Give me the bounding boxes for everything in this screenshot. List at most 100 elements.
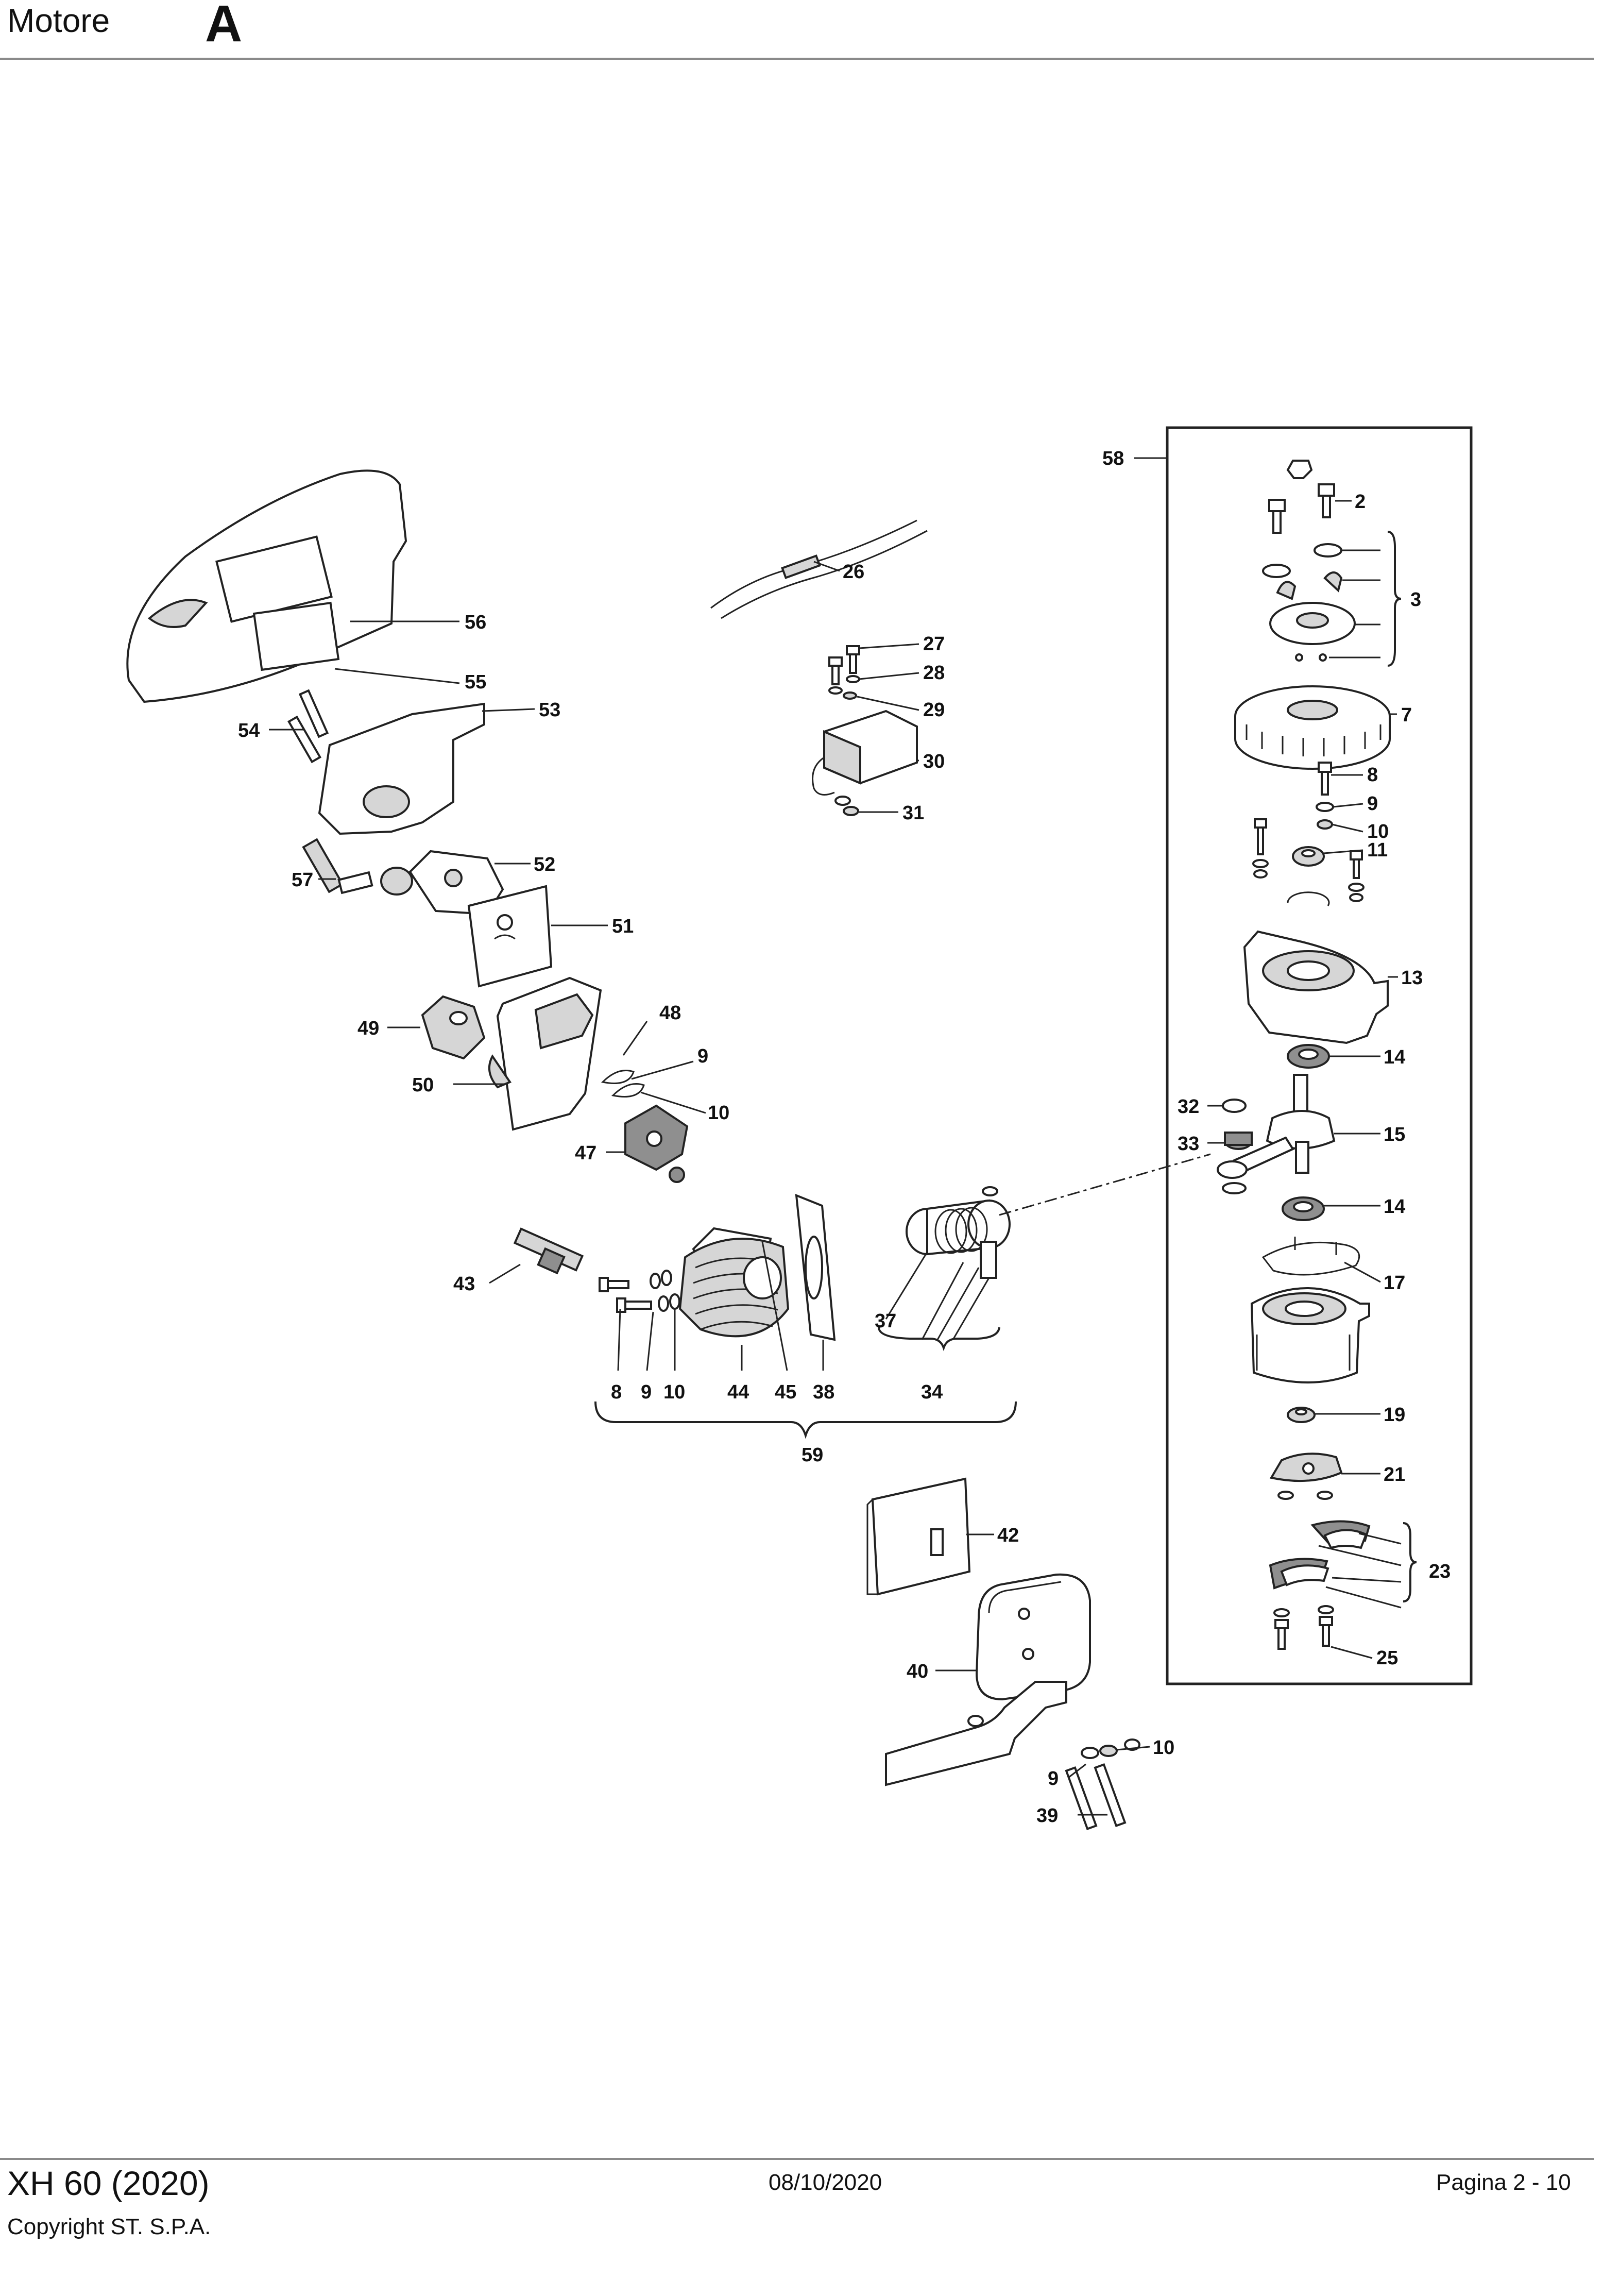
callout-23: 23 — [1429, 1561, 1451, 1582]
part-11-bearing-and-screws — [1252, 818, 1365, 906]
part-53-housing — [318, 702, 535, 835]
part-nut — [1286, 460, 1313, 479]
callout-38: 38 — [813, 1381, 834, 1403]
part-34-37-piston-rings — [878, 1186, 1011, 1352]
part-21-clutch-plate — [1269, 1453, 1380, 1500]
part-32-33-small-parts — [1207, 1099, 1253, 1150]
callout-30: 30 — [923, 751, 945, 772]
callout-47: 47 — [575, 1142, 596, 1164]
part-39-9-10-muffler-fasteners — [1065, 1738, 1150, 1831]
callout-56: 56 — [465, 612, 486, 633]
callout-9-cyl: 9 — [641, 1381, 652, 1403]
callout-45: 45 — [775, 1381, 796, 1403]
part-13-crankcase-half — [1243, 930, 1398, 1044]
callout-2: 2 — [1355, 491, 1366, 513]
bracket-3 — [1387, 531, 1402, 667]
callout-15: 15 — [1384, 1124, 1405, 1145]
document-date: 08/10/2020 — [769, 2170, 882, 2195]
bracket-23 — [1403, 1522, 1417, 1602]
callout-14a: 14 — [1384, 1046, 1405, 1068]
callout-51: 51 — [612, 916, 634, 937]
callout-44: 44 — [727, 1381, 749, 1403]
callout-28: 28 — [923, 662, 945, 684]
callout-57: 57 — [292, 869, 313, 891]
callout-58: 58 — [1102, 448, 1124, 469]
part-8-9-10-cylinder-fasteners — [599, 1270, 680, 1371]
callout-27: 27 — [923, 633, 945, 655]
callout-3: 3 — [1410, 589, 1421, 611]
callout-29: 29 — [923, 699, 945, 721]
kit-58-frame — [1166, 426, 1473, 1685]
page-number: Pagina 2 - 10 — [1436, 2170, 1571, 2195]
callout-9-kit: 9 — [1367, 793, 1378, 815]
part-47-intake-manifold — [606, 1104, 689, 1183]
callout-39: 39 — [1036, 1805, 1058, 1827]
part-8-9-10-fasteners-kit — [1316, 762, 1363, 833]
part-27-28-29-screws — [828, 643, 919, 711]
callout-54: 54 — [238, 720, 260, 741]
callout-14b: 14 — [1384, 1196, 1405, 1218]
part-26-wiring — [710, 519, 928, 619]
callout-43: 43 — [453, 1273, 475, 1295]
part-19-bushing — [1287, 1407, 1380, 1423]
part-7-flywheel — [1234, 685, 1397, 770]
callout-9-intake: 9 — [697, 1045, 708, 1067]
callout-10-muffler: 10 — [1153, 1737, 1174, 1759]
part-15-crankshaft-conrod — [1217, 1074, 1380, 1194]
callout-8-kit: 8 — [1367, 764, 1378, 786]
part-57-key — [302, 838, 373, 894]
bracket-59 — [594, 1401, 1017, 1439]
callout-19: 19 — [1384, 1404, 1405, 1426]
copyright-text: Copyright ST. S.P.A. — [7, 2214, 211, 2239]
part-51-gasket — [467, 885, 608, 988]
callout-59: 59 — [802, 1444, 823, 1466]
part-23-clutch-shoes — [1269, 1520, 1402, 1609]
callout-7: 7 — [1401, 704, 1412, 726]
part-56-engine-cover — [126, 469, 459, 703]
part-3-ring-and-pawls — [1262, 543, 1380, 662]
callout-49: 49 — [357, 1018, 379, 1039]
part-17-ignition-wire — [1261, 1237, 1381, 1283]
callout-53: 53 — [539, 699, 560, 721]
part-52-carburetor — [380, 850, 531, 916]
callout-55: 55 — [465, 671, 486, 693]
callout-13: 13 — [1401, 967, 1423, 989]
part-43-spark-plug — [489, 1227, 584, 1284]
callout-34: 34 — [921, 1381, 943, 1403]
model-name: XH 60 (2020) — [7, 2164, 210, 2202]
callout-10-kit: 10 — [1367, 821, 1389, 842]
part-crankcase-lower — [1250, 1287, 1370, 1383]
callout-33: 33 — [1178, 1133, 1199, 1155]
part-30-ignition-coil — [812, 710, 919, 796]
section-letter: A — [205, 0, 243, 53]
callout-8-cyl: 8 — [611, 1381, 622, 1403]
callout-50: 50 — [412, 1074, 434, 1096]
part-49-filter-part — [387, 995, 486, 1060]
callout-37: 37 — [875, 1310, 896, 1332]
header-rule — [0, 58, 1594, 60]
part-54-screws — [269, 689, 329, 764]
callout-17: 17 — [1384, 1272, 1405, 1294]
page-title: Motore — [7, 2, 110, 39]
callout-26: 26 — [843, 561, 864, 583]
part-31-washers — [834, 796, 898, 816]
leader-piston-to-crank — [999, 1153, 1211, 1216]
part-14-bearing-lower — [1282, 1196, 1380, 1221]
callout-42: 42 — [997, 1525, 1019, 1546]
part-14-bearing-upper — [1287, 1044, 1380, 1069]
part-42-heat-shield — [866, 1477, 994, 1596]
part-40-muffler — [885, 1573, 1091, 1786]
part-38-cylinder-gasket — [795, 1193, 836, 1371]
callout-52: 52 — [534, 854, 555, 875]
callout-32: 32 — [1178, 1096, 1199, 1118]
callout-11: 11 — [1367, 839, 1388, 861]
callout-48: 48 — [659, 1002, 681, 1024]
leader-55 — [334, 668, 460, 684]
callout-10-cyl: 10 — [663, 1381, 685, 1403]
callout-10-intake: 10 — [708, 1102, 729, 1124]
callout-25: 25 — [1376, 1647, 1398, 1669]
part-44-45-cylinder — [678, 1227, 790, 1371]
callout-40: 40 — [907, 1661, 928, 1682]
part-50-air-box — [453, 976, 602, 1131]
